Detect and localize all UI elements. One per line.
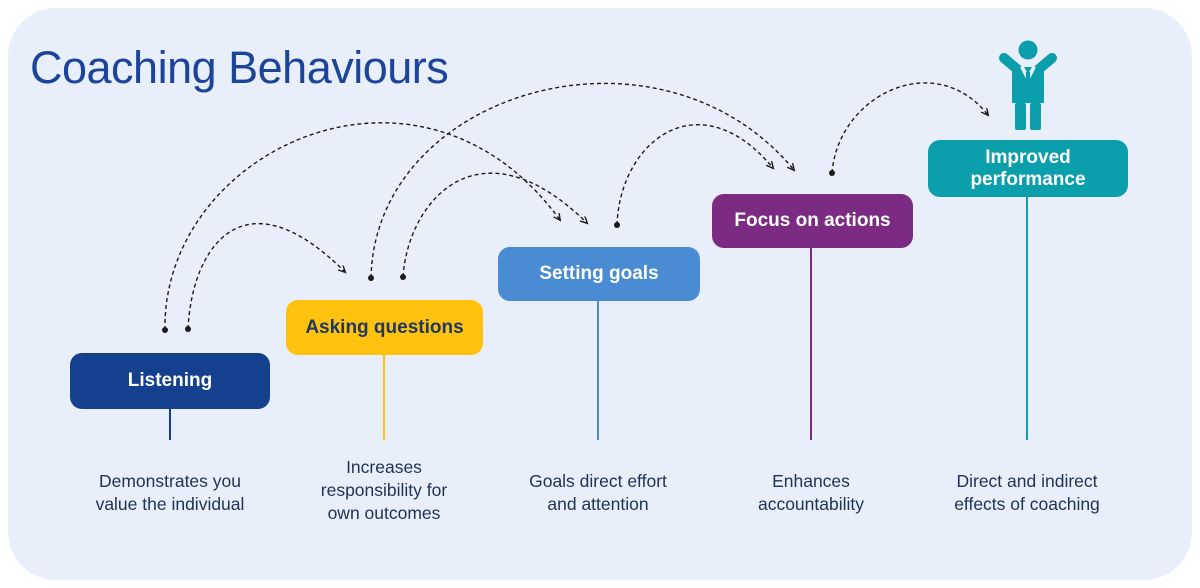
- step-description: Goals direct effort and attention: [529, 471, 667, 514]
- step-box-improved-performance: Improved performance: [928, 140, 1128, 197]
- step-box-setting-goals: Setting goals: [498, 247, 700, 301]
- step-description: Increases responsibility for own outcome…: [320, 457, 448, 523]
- step-box-listening: Listening: [70, 353, 270, 409]
- step-label: Setting goals: [539, 263, 659, 285]
- step-stem: [1026, 197, 1028, 440]
- step-label: Improved performance: [970, 146, 1086, 190]
- step-stem: [383, 355, 385, 440]
- celebrating-person-icon: [999, 40, 1057, 130]
- step-stem: [810, 248, 812, 440]
- step-box-asking-questions: Asking questions: [286, 300, 483, 355]
- step-stem: [597, 301, 599, 440]
- step-stem: [169, 409, 171, 440]
- step-description: Enhances accountability: [757, 471, 865, 514]
- step-label: Focus on actions: [734, 210, 891, 232]
- step-label: Asking questions: [305, 316, 464, 338]
- step-description: Direct and indirect effects of coaching: [954, 471, 1100, 514]
- page-title: Coaching Behaviours: [30, 42, 449, 93]
- step-description: Demonstrates you value the individual: [95, 471, 245, 514]
- step-label: Listening: [127, 370, 213, 392]
- step-box-focus-on-actions: Focus on actions: [712, 194, 913, 248]
